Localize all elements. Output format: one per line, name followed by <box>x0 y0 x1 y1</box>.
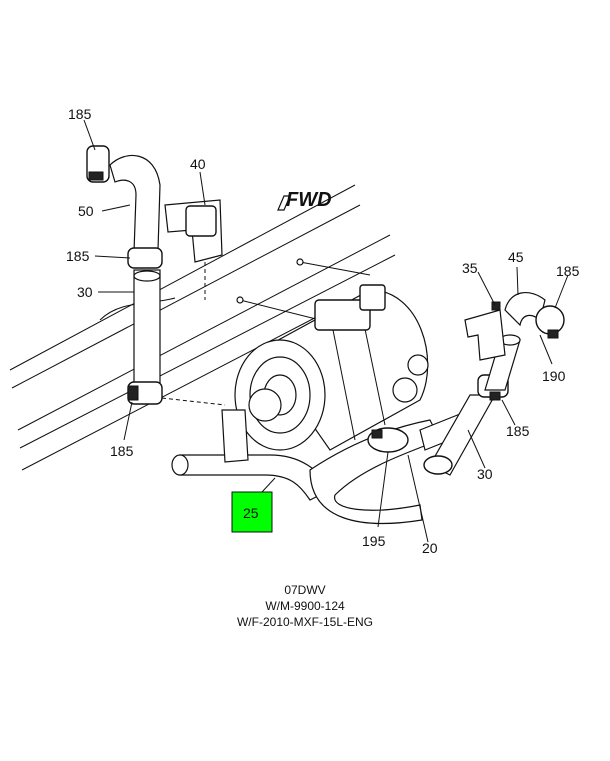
callout-35: 35 <box>462 260 478 276</box>
clamp-185-far-right <box>535 305 565 339</box>
footer-line-2: W/M-9900-124 <box>265 599 345 613</box>
bracket-40 <box>164 199 223 300</box>
callout-195: 195 <box>362 533 386 549</box>
callout-30-left: 30 <box>77 284 93 300</box>
callout-185-mid: 185 <box>66 248 90 264</box>
callout-185-right: 185 <box>506 423 530 439</box>
leader-lines <box>83 119 569 543</box>
callout-25: 25 <box>243 505 259 521</box>
callout-50: 50 <box>78 203 94 219</box>
pipe-25 <box>171 409 331 501</box>
callout-20: 20 <box>422 540 438 556</box>
clamp-195 <box>367 427 409 453</box>
fwd-label: FWD <box>286 189 332 211</box>
highlighted-callout[interactable]: 25 <box>231 491 273 533</box>
callout-30-right: 30 <box>477 466 493 482</box>
highlight-box[interactable] <box>231 491 273 533</box>
footer-line-1: 07DWV <box>284 583 326 597</box>
frame-rails <box>9 184 396 471</box>
callout-185-lower-left: 185 <box>110 443 134 459</box>
pipe-30-left <box>133 269 161 391</box>
sensor-wires <box>236 258 371 321</box>
bracket-35 <box>464 301 506 361</box>
callout-labels: 185 40 50 185 30 185 35 45 185 190 185 3… <box>66 106 580 556</box>
aftertreatment-canister <box>234 284 429 451</box>
callout-45: 45 <box>508 249 524 265</box>
callout-185-top: 185 <box>68 106 92 122</box>
hose-190 <box>484 334 521 391</box>
clamp-185-lower-left <box>127 381 163 405</box>
callout-190: 190 <box>542 368 566 384</box>
clamp-185-top <box>86 145 110 183</box>
callout-40: 40 <box>190 156 206 172</box>
fwd-indicator: FWD <box>277 189 332 211</box>
hose-50 <box>109 154 161 253</box>
callout-185-far-right: 185 <box>556 263 580 279</box>
clamp-185-mid <box>127 247 163 269</box>
footer-line-3: W/F-2010-MXF-15L-ENG <box>236 615 374 629</box>
